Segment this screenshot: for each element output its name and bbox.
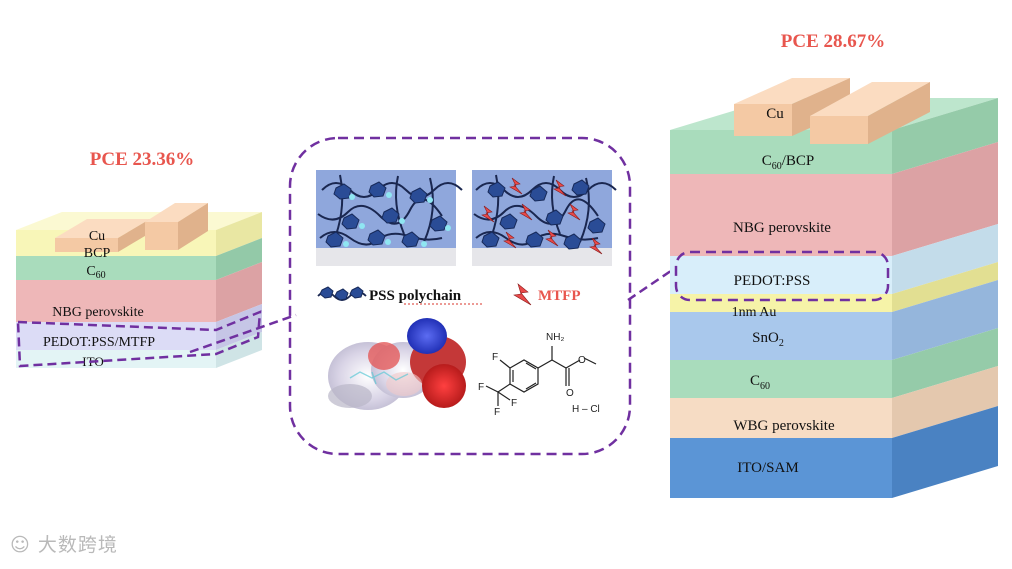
- nh2-label: NH₂: [546, 332, 564, 343]
- watermark-icon: ☺: [10, 534, 31, 556]
- right-layer-ito-sam: [670, 438, 892, 498]
- mtfp-chemical-structure: [485, 346, 597, 406]
- right-side-c60: [892, 328, 998, 398]
- pss-film-box: [316, 170, 463, 266]
- left-side-nbg: [216, 262, 262, 322]
- right-side-wbg: [892, 366, 998, 438]
- right-cu-electrode-1: [734, 78, 850, 136]
- right-wbg-label: WBG perovskite: [733, 418, 835, 434]
- left-cu-electrode-2: [145, 203, 208, 250]
- right-side-pedot: [892, 224, 998, 294]
- left-layer-nbg: [16, 280, 216, 322]
- f-atom-label: F: [492, 352, 498, 363]
- ester-o-label: O: [566, 388, 574, 399]
- right-side-c60bcp: [892, 98, 998, 174]
- left-cu-label: Cu: [89, 229, 105, 244]
- watermark-text: 大数跨境: [37, 534, 118, 556]
- right-layer-c60: [670, 360, 892, 398]
- right-ito-sam-label: ITO/SAM: [737, 460, 798, 476]
- left-layer-ito: [16, 350, 216, 368]
- right-layer-au: [670, 294, 892, 312]
- pss-mtfp-film-box: [472, 170, 617, 266]
- center-panel: PSS polychain MTFP: [288, 136, 632, 456]
- left-pce-label: PCE 23.36%: [90, 149, 195, 170]
- right-side-nbg: [892, 142, 998, 256]
- hcl-label: H – Cl: [572, 404, 600, 415]
- right-layer-pedot: [670, 256, 892, 294]
- left-side-bcp: [216, 212, 262, 256]
- right-layer-wbg: [670, 398, 892, 438]
- center-dashed-frame: [288, 136, 632, 456]
- cf3-f-bottom: F: [494, 407, 500, 418]
- right-cu-electrode-2: [810, 82, 930, 144]
- right-cu-label: Cu: [766, 106, 784, 122]
- right-pedot-label: PEDOT:PSS: [734, 273, 811, 289]
- right-side-ito-sam: [892, 406, 998, 498]
- right-c60bcp-label: C60/BCP: [762, 153, 815, 172]
- right-au-label: 1nm Au: [732, 305, 777, 320]
- esp-molecule-surface: [328, 318, 466, 410]
- right-side-sno2: [892, 280, 998, 360]
- right-side-au: [892, 262, 998, 312]
- right-device: PCE 28.67% Cu C60/BCP: [670, 31, 998, 498]
- right-nbg-label: NBG perovskite: [733, 220, 831, 236]
- legend-pss-label: PSS polychain: [369, 288, 462, 304]
- ether-o-label: O: [578, 355, 586, 366]
- left-c60-label: C60: [86, 264, 105, 281]
- legend-mtfp-label: MTFP: [538, 288, 581, 304]
- right-htl-highlight: [674, 250, 890, 302]
- right-layer-nbg: [670, 174, 892, 256]
- legend-mtfp-icon: [513, 283, 532, 306]
- left-side-c60: [216, 238, 262, 280]
- left-cu-electrode-1: [55, 219, 150, 252]
- left-device: PCE 23.36% Cu BCP C60 NBG perovskite PED: [16, 149, 262, 369]
- legend-pss-icon: [317, 286, 367, 301]
- right-c60-label: C60: [750, 373, 770, 392]
- right-pce-label: PCE 28.67%: [781, 31, 886, 52]
- right-layer-sno2: [670, 312, 892, 360]
- left-htl-label: PEDOT:PSS/MTFP: [43, 335, 155, 350]
- left-connector-line: [189, 313, 297, 354]
- cf3-f-top: F: [478, 382, 484, 393]
- cf3-f-right: F: [511, 398, 517, 409]
- left-nbg-label: NBG perovskite: [52, 305, 143, 320]
- left-side-ito: [216, 332, 262, 368]
- right-sno2-label: SnO2: [752, 330, 784, 349]
- watermark-logo: ☺ 大数跨境: [10, 530, 118, 557]
- benzene-ring: [509, 359, 539, 393]
- left-htl-highlight: [16, 310, 262, 368]
- left-side-htl: [216, 304, 262, 350]
- left-layer-c60: [16, 256, 216, 280]
- left-bcp-label: BCP: [84, 246, 111, 261]
